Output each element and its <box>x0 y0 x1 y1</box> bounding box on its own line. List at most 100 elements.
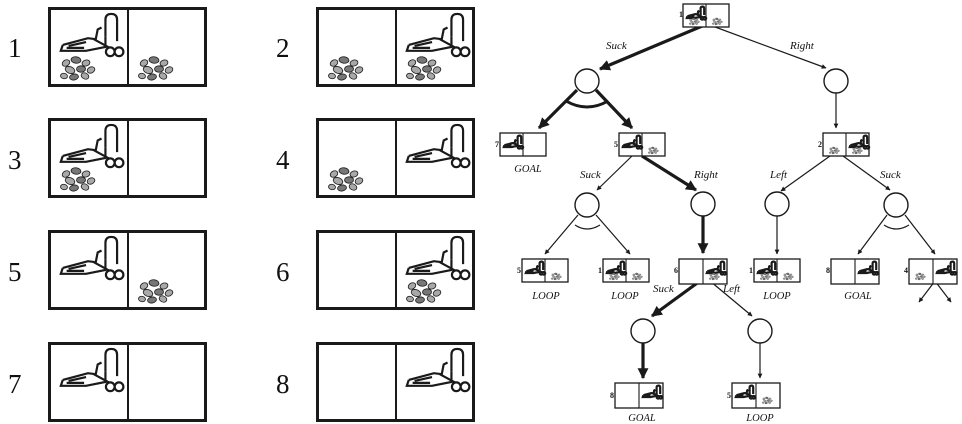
vacuum-icon <box>857 260 880 276</box>
cell-divider <box>127 233 129 307</box>
action-label-6-left: Left <box>722 283 741 295</box>
outcome-label-goal: GOAL <box>628 413 656 424</box>
dirt-icon <box>689 17 700 26</box>
cell-divider <box>127 10 129 84</box>
state-box-8 <box>316 342 475 422</box>
vacuum-icon <box>502 134 525 150</box>
tree-state-box <box>908 258 958 285</box>
edge-6-suck <box>651 279 701 318</box>
outcome-label-loop: LOOP <box>745 413 774 424</box>
edge-and2-to-1 <box>595 214 631 255</box>
state-number-6: 6 <box>276 257 290 287</box>
vacuum-icon <box>641 384 664 400</box>
or-node <box>574 68 600 94</box>
tree-state-box <box>521 258 569 283</box>
cell-divider <box>395 345 397 419</box>
edge-and2-to-5 <box>544 214 579 255</box>
cell-divider <box>127 121 129 195</box>
edge-and3-to-4 <box>904 214 936 255</box>
tree-state-box <box>753 258 801 283</box>
action-label-2-suck: Suck <box>880 169 902 181</box>
dirt-icon <box>783 272 794 281</box>
vacuum-icon <box>685 5 708 21</box>
outcome-label-goal: GOAL <box>514 164 542 175</box>
dirt-icon <box>648 146 659 155</box>
edge-and3-to-8 <box>857 214 888 255</box>
action-label-root-right: Right <box>789 40 815 52</box>
outcome-label-loop: LOOP <box>531 291 560 302</box>
edge-2-suck <box>842 155 891 191</box>
outcome-label-loop: LOOP <box>762 291 791 302</box>
or-node <box>747 318 773 344</box>
edge-and-to-7 <box>537 88 579 130</box>
tree-state-box <box>614 382 664 409</box>
cell-divider <box>395 233 397 307</box>
edge-and-to-5 <box>594 88 634 130</box>
state-number-7: 7 <box>8 369 22 399</box>
state-number-2: 2 <box>276 33 290 63</box>
edge-root-right <box>706 23 827 69</box>
and-arc-3 <box>883 224 910 230</box>
tree-state-number: 7 <box>495 140 499 149</box>
outcome-label-loop: LOOP <box>610 291 639 302</box>
tree-state-box <box>499 132 547 157</box>
dirt-icon <box>551 272 562 281</box>
state-box-6 <box>316 230 475 310</box>
action-label-6-suck: Suck <box>653 283 675 295</box>
state-number-1: 1 <box>8 33 22 63</box>
cell-divider <box>395 10 397 84</box>
vacuum-icon <box>605 260 628 276</box>
outcome-label-goal: GOAL <box>844 291 872 302</box>
edge-5-suck <box>596 155 633 191</box>
or-node <box>690 191 716 217</box>
action-label-2-left: Left <box>769 169 788 181</box>
dirt-icon <box>915 272 926 281</box>
vacuum-icon <box>524 260 547 276</box>
tree-state-number: 8 <box>610 391 614 400</box>
edge-2-left <box>780 155 831 192</box>
tree-state-number: 8 <box>826 266 830 275</box>
or-node <box>574 192 600 218</box>
state-number-8: 8 <box>276 369 290 399</box>
dirt-icon <box>632 272 643 281</box>
tree-state-box <box>618 132 666 157</box>
tree-state-box <box>682 3 730 28</box>
vacuum-icon <box>621 134 644 150</box>
dirt-icon <box>760 272 771 281</box>
or-node <box>883 192 909 218</box>
tree-state-box <box>602 258 650 283</box>
tree-state-number: 6 <box>674 266 678 275</box>
tree-state-number: 1 <box>598 266 602 275</box>
and-arc-1 <box>565 99 609 109</box>
edge-5-right <box>641 154 697 192</box>
action-label-5-right: Right <box>693 169 719 181</box>
vacuum-icon <box>756 260 779 276</box>
edge-root-suck <box>598 22 708 71</box>
state-number-3: 3 <box>8 145 22 175</box>
tree-state-box <box>822 132 871 157</box>
and-arc-2 <box>574 224 601 230</box>
dirt-icon <box>709 272 720 281</box>
cell-divider <box>395 121 397 195</box>
vacuum-icon <box>734 384 757 400</box>
tree-state-number: 4 <box>904 266 908 275</box>
tree-state-box <box>830 258 880 285</box>
tree-state-number: 2 <box>818 140 822 149</box>
or-node <box>764 191 790 217</box>
cell-divider <box>127 345 129 419</box>
tree-state-number: 1 <box>749 266 753 275</box>
action-label-5-suck: Suck <box>580 169 602 181</box>
dirt-icon <box>609 272 620 281</box>
dirt-icon <box>829 146 840 155</box>
tree-state-number: 1 <box>679 10 683 19</box>
or-node <box>823 68 849 94</box>
vacuum-icon <box>935 260 958 276</box>
edge-6-left <box>709 280 753 317</box>
action-label-root-suck: Suck <box>606 40 628 52</box>
tree-state-number: 5 <box>614 140 618 149</box>
state-number-4: 4 <box>276 145 290 175</box>
or-node <box>630 318 656 344</box>
tree-state-box <box>731 382 781 409</box>
tree-state-number: 5 <box>517 266 521 275</box>
dirt-icon <box>712 17 723 26</box>
